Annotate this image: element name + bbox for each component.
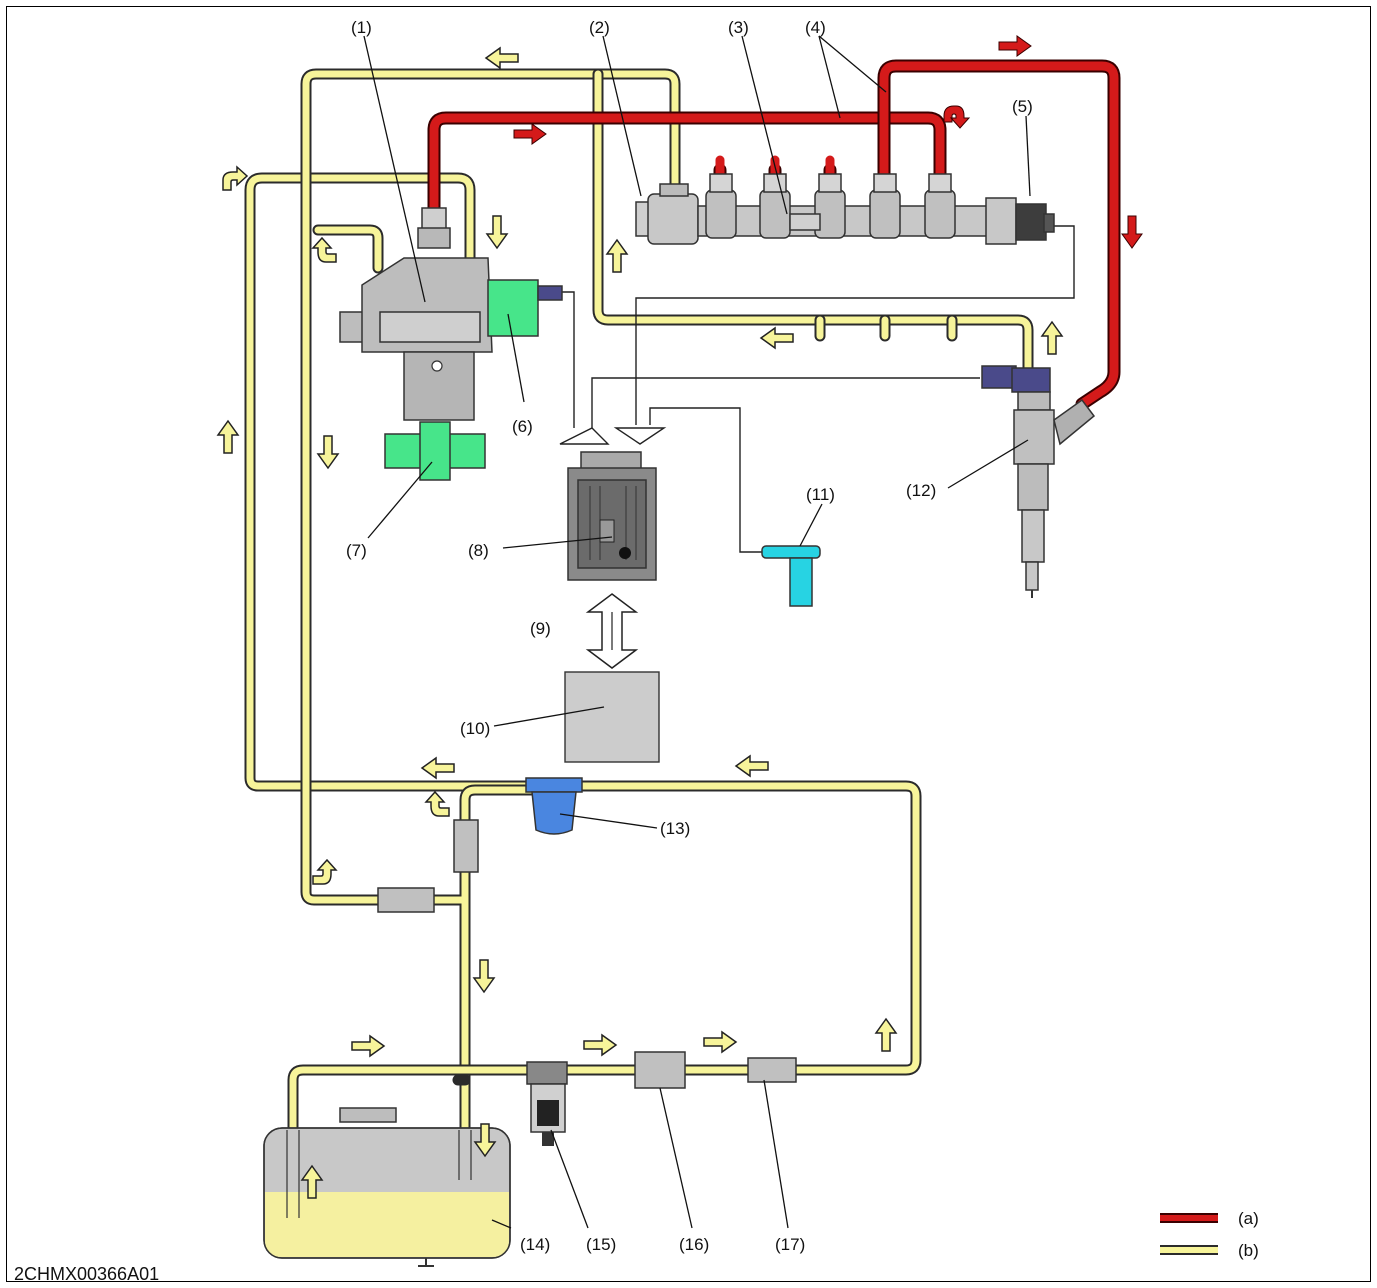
callout-7: (7) bbox=[346, 541, 367, 560]
legend: (a) (b) bbox=[1160, 1209, 1259, 1260]
callout-15: (15) bbox=[586, 1235, 616, 1254]
callout-3: (3) bbox=[728, 18, 749, 37]
inline-valve bbox=[747, 1057, 797, 1083]
callout-6: (6) bbox=[512, 417, 533, 436]
pump-drive-coupling bbox=[384, 421, 486, 481]
legend-label-b: (b) bbox=[1238, 1241, 1259, 1260]
crankshaft-sensor bbox=[761, 545, 821, 607]
callout-10: (10) bbox=[460, 719, 490, 738]
legend-label-a: (a) bbox=[1238, 1209, 1259, 1228]
callout-17: (17) bbox=[775, 1235, 805, 1254]
callout-8: (8) bbox=[468, 541, 489, 560]
diagram-frame bbox=[6, 6, 1371, 1282]
leader-lines bbox=[363, 35, 1031, 1229]
callout-12: (12) bbox=[906, 481, 936, 500]
can-communication-arrow bbox=[585, 593, 639, 669]
common-rail bbox=[635, 173, 1055, 245]
diagram-code: 2CHMX00366A01 bbox=[14, 1264, 159, 1284]
water-separator bbox=[526, 1061, 568, 1146]
injector bbox=[981, 365, 1096, 598]
machine-controller bbox=[564, 671, 660, 763]
check-valves bbox=[377, 819, 479, 913]
signal-wires bbox=[559, 225, 1075, 553]
callout-labels: (1) (2) (3) (4) (5) (6) (7) (8) (9) (10)… bbox=[346, 18, 1033, 1254]
supply-pump bbox=[339, 207, 563, 421]
fuel-tank bbox=[263, 1107, 511, 1267]
callout-5: (5) bbox=[1012, 97, 1033, 116]
callout-4: (4) bbox=[805, 18, 826, 37]
ecu bbox=[567, 451, 657, 581]
callout-16: (16) bbox=[679, 1235, 709, 1254]
high-pressure-lines bbox=[427, 59, 1121, 411]
callout-1: (1) bbox=[351, 18, 372, 37]
callout-13: (13) bbox=[660, 819, 690, 838]
fuel-filter bbox=[525, 777, 583, 835]
callout-2: (2) bbox=[589, 18, 610, 37]
low-pressure-lines bbox=[244, 68, 1034, 1224]
callout-14: (14) bbox=[520, 1235, 550, 1254]
callout-9: (9) bbox=[530, 619, 551, 638]
callout-11: (11) bbox=[806, 485, 835, 504]
feed-pump bbox=[634, 1051, 686, 1089]
